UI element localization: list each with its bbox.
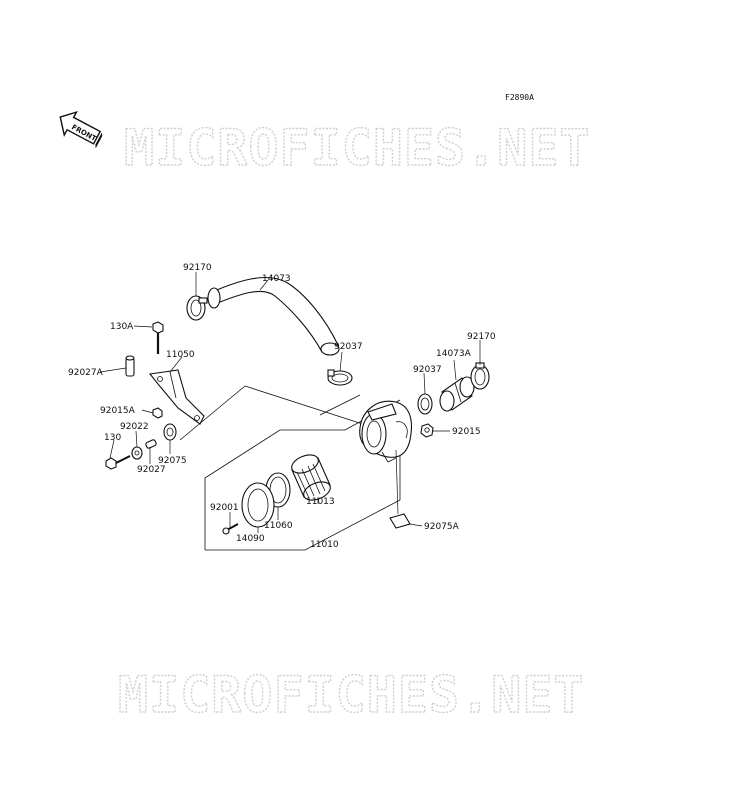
label-92170-right: 92170 <box>467 332 496 342</box>
leader-92075A <box>409 523 423 527</box>
label-130: 130 <box>104 433 121 443</box>
damper-92075 <box>163 423 177 441</box>
leader-130 <box>109 439 115 459</box>
label-92015: 92015 <box>452 427 481 437</box>
label-11060: 11060 <box>264 521 293 531</box>
label-92027A: 92027A <box>68 368 104 378</box>
leader-92037-upper <box>339 351 343 372</box>
assembly-line-upper <box>179 385 246 441</box>
watermark-top: MICROFICHES.NET <box>124 119 591 177</box>
label-92037-upper: 92037 <box>334 342 363 352</box>
label-92027: 92027 <box>137 465 166 475</box>
hose-14073A <box>439 376 475 412</box>
leader-92037-right <box>423 372 426 395</box>
label-11050: 11050 <box>166 350 195 360</box>
leader-14073A <box>453 359 457 381</box>
leader-11050 <box>169 356 183 373</box>
bracket-11050 <box>148 369 205 425</box>
label-14073: 14073 <box>262 274 291 284</box>
label-92170-left: 92170 <box>183 263 212 273</box>
hose-clamp-92170-right <box>470 362 490 390</box>
intake-duct-14073 <box>207 276 340 356</box>
label-14073A: 14073A <box>436 349 472 359</box>
assembly-line-top <box>319 394 361 416</box>
assembly-line-mid <box>244 385 376 429</box>
pad-92075A <box>389 449 411 529</box>
collar-92027 <box>145 439 157 449</box>
label-92022: 92022 <box>120 422 149 432</box>
label-92075: 92075 <box>158 456 187 466</box>
label-11010: 11010 <box>310 540 339 550</box>
nut-92015A <box>152 407 163 419</box>
label-92037-right: 92037 <box>413 365 442 375</box>
cap-14090 <box>241 482 275 528</box>
filter-element-11013 <box>291 454 331 501</box>
label-11013: 11013 <box>306 497 335 507</box>
label-92075A: 92075A <box>424 522 460 532</box>
air-box-housing <box>359 400 413 463</box>
hose-clamp-92170-left <box>186 295 208 321</box>
front-arrow-icon: FRONT <box>59 110 103 149</box>
label-130A: 130A <box>110 322 134 332</box>
hose-clamp-92037-upper <box>327 369 353 386</box>
washer-92022 <box>131 446 143 460</box>
collar-92027A <box>125 355 135 377</box>
bolt-130A <box>152 321 164 354</box>
leader-130A <box>133 325 153 328</box>
watermark-bottom: MICROFICHES.NET <box>118 666 585 724</box>
hose-clamp-92037-right <box>417 393 433 415</box>
screw-92001 <box>222 523 239 535</box>
leader-92027A <box>99 367 127 373</box>
label-92015A: 92015A <box>100 406 136 416</box>
label-92001: 92001 <box>210 503 239 513</box>
nut-92015 <box>420 423 434 438</box>
assembly-frame-bottom <box>205 455 401 551</box>
bolt-130 <box>105 455 131 470</box>
leader-14073 <box>259 279 269 291</box>
leader-92022 <box>135 430 138 448</box>
figure-code: F2890A <box>505 93 534 102</box>
leader-92015A <box>141 409 154 414</box>
label-14090: 14090 <box>236 534 265 544</box>
